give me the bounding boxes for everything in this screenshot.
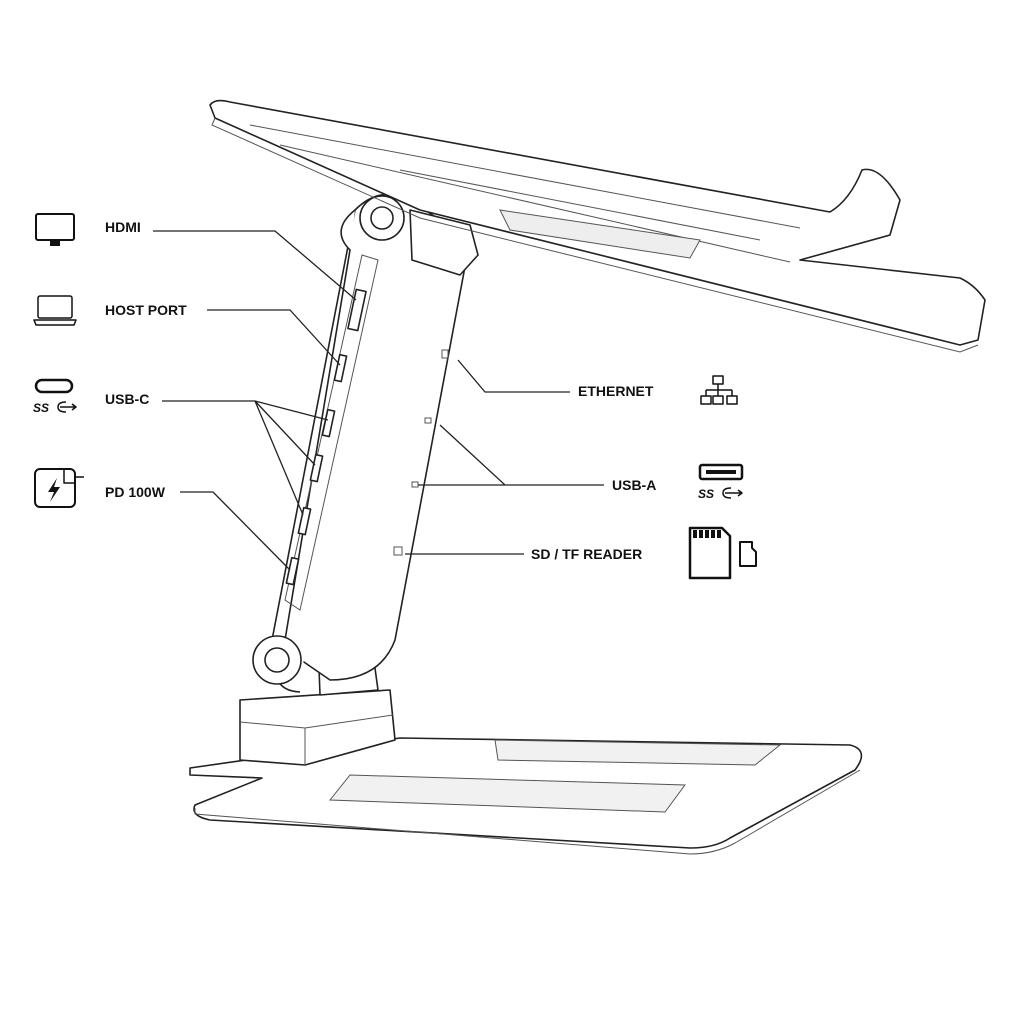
ethernet-network-icon: [700, 375, 738, 405]
svg-text:SS: SS: [33, 401, 49, 415]
stand-arm: [252, 193, 479, 693]
label-usb-c: USB-C: [105, 391, 150, 407]
label-pd-100w: PD 100W: [105, 484, 165, 500]
usb-c-icon: SS: [33, 378, 77, 415]
svg-text:SS: SS: [698, 487, 714, 501]
laptop-tray: [209, 99, 986, 353]
stand-base: [189, 737, 863, 855]
usb-a-icon: SS: [698, 463, 744, 501]
sd-card-icon: [688, 526, 732, 580]
label-ethernet: ETHERNET: [578, 383, 654, 399]
label-sd-tf-reader: SD / TF READER: [531, 546, 643, 562]
laptop-icon: [33, 295, 77, 326]
monitor-icon: [35, 213, 75, 246]
label-hdmi: HDMI: [105, 219, 141, 235]
label-usb-a: USB-A: [612, 477, 657, 493]
leader-lines: [153, 230, 604, 571]
power-delivery-icon: [34, 468, 84, 508]
microsd-card-icon: [739, 541, 757, 567]
label-host-port: HOST PORT: [105, 302, 187, 318]
